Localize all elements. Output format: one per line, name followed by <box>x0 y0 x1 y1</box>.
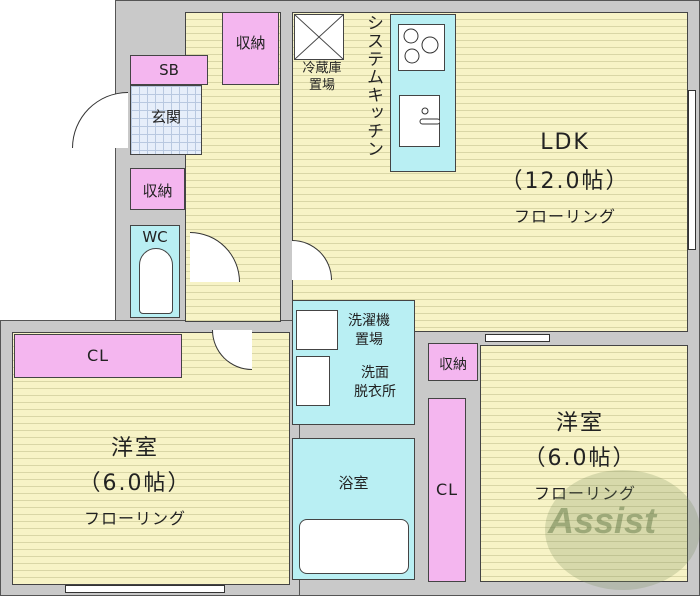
washer-label: 洗濯機 置場 <box>348 313 390 348</box>
western-left-label: 洋室 <box>110 436 159 461</box>
closet-left <box>14 334 182 378</box>
western-left-size: （6.0帖） <box>78 471 192 496</box>
fridge-space <box>294 14 344 60</box>
ldk-floor: フローリング <box>513 207 616 226</box>
shoebox-label: SB <box>159 61 179 79</box>
storage-mid-label: 収納 <box>142 182 173 200</box>
shoebox <box>130 55 208 85</box>
entrance-door[interactable] <box>72 92 128 148</box>
storage-right-label: 収納 <box>439 357 467 373</box>
western-right-size: （6.0帖） <box>523 446 637 471</box>
vanity-icon <box>296 356 330 406</box>
stove-icon <box>398 24 445 71</box>
storage-right <box>428 343 478 381</box>
kitchen-counter <box>390 14 456 172</box>
window-ldk-right <box>688 90 696 250</box>
fridge-label: 冷蔵庫 置場 <box>302 61 342 93</box>
bath-label: 浴室 <box>338 474 369 492</box>
storage-mid <box>130 168 185 210</box>
storage-top-label: 収納 <box>235 34 266 52</box>
western-right-floor: フローリング <box>533 484 636 503</box>
bathtub-icon <box>299 519 409 574</box>
entrance-label: 玄関 <box>150 108 181 126</box>
window-ldk-bottom <box>485 334 550 342</box>
ldk-size: （12.0帖） <box>500 169 630 194</box>
kitchen-label: システムキッチン <box>363 14 383 158</box>
western-room-right <box>480 345 688 582</box>
western-left-floor: フローリング <box>83 509 186 528</box>
closet-left-label: CL <box>86 346 110 365</box>
sink-icon <box>399 95 441 147</box>
toilet-icon <box>139 248 173 314</box>
wc-label: WC <box>142 228 168 246</box>
ldk-label: LDK <box>540 130 590 155</box>
washroom-label: 洗面 脱衣所 <box>354 365 396 400</box>
fridge-cross-icon <box>294 14 344 60</box>
wc-room <box>130 225 180 318</box>
assist-watermark-text: Assist <box>548 500 657 541</box>
entrance <box>130 85 202 155</box>
western-right-label: 洋室 <box>555 411 604 436</box>
ldk-room <box>292 12 688 332</box>
bathroom <box>292 438 415 580</box>
closet-right-label: CL <box>435 480 459 499</box>
window-left-bottom <box>65 585 225 593</box>
storage-top <box>222 12 279 85</box>
washer-space <box>296 310 338 350</box>
closet-right <box>428 398 466 582</box>
assist-watermark-logo <box>545 470 700 590</box>
